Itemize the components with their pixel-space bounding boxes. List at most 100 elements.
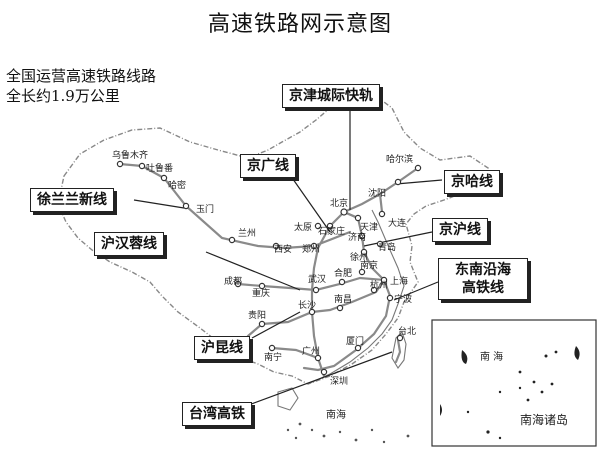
callout-jinghu: 京沪线 xyxy=(432,218,488,242)
city-label-shenyang: 沈阳 xyxy=(368,187,386,199)
city-dot-zhengzhou xyxy=(310,242,318,250)
nanning-branch-rail xyxy=(270,346,320,360)
inset-coast-mark xyxy=(461,350,468,364)
city-dot-shijiazhuang xyxy=(326,222,334,230)
huhanrong-leader xyxy=(205,251,301,291)
city-label-guiyang: 贵阳 xyxy=(248,309,266,321)
callout-southeast-coast: 东南沿海 高铁线 xyxy=(438,258,528,300)
city-label-turpan: 吐鲁番 xyxy=(146,162,173,174)
callout-jingjin: 京津城际快轨 xyxy=(282,84,380,108)
city-label-qingdao: 青岛 xyxy=(378,241,396,253)
city-label-nanchang: 南昌 xyxy=(334,293,352,305)
city-dot-nanning xyxy=(268,344,276,352)
south-sea-islands-inset: 南 海 南海诸岛 xyxy=(431,319,597,447)
city-label-shanghai: 上海 xyxy=(390,275,408,287)
city-label-harbin: 哈尔滨 xyxy=(386,153,413,165)
summary-line-1: 全国运营高速铁路线路 xyxy=(6,67,157,85)
city-label-xian: 西安 xyxy=(274,243,292,255)
city-dot-lanzhou xyxy=(228,236,236,244)
city-dot-hangzhou xyxy=(370,286,378,294)
city-dot-urumqi xyxy=(116,160,124,168)
city-dot-jinan xyxy=(358,232,366,240)
network-summary: 全国运营高速铁路线路 全长约1.9万公里 xyxy=(6,66,156,106)
city-label-beijing: 北京 xyxy=(330,197,348,209)
xulanlan-leader xyxy=(133,199,185,209)
callout-jingguang: 京广线 xyxy=(240,154,296,178)
city-label-xuzhou: 徐州 xyxy=(350,251,368,263)
city-dot-tianjin xyxy=(354,214,362,222)
city-dot-xiamen xyxy=(354,344,362,352)
city-label-hangzhou: 杭州 xyxy=(370,279,388,291)
city-dot-taiyuan xyxy=(314,222,322,230)
coastline xyxy=(307,209,405,385)
city-label-hami: 哈密 xyxy=(168,179,186,191)
callout-jingha: 京哈线 xyxy=(444,170,500,194)
callout-southeast-line1: 东南沿海 xyxy=(455,262,511,278)
city-dot-hefei xyxy=(338,278,346,286)
city-label-xiamen: 厦门 xyxy=(346,335,364,347)
city-dot-changsha xyxy=(308,308,316,316)
city-dot-turpan xyxy=(138,162,146,170)
city-label-dalian: 大连 xyxy=(388,217,406,229)
inset-island-mark xyxy=(574,346,580,360)
callout-taiwan: 台湾高铁 xyxy=(182,402,252,426)
southeast-leader xyxy=(393,281,439,301)
taiwan-leader xyxy=(245,351,393,407)
city-dot-xuzhou xyxy=(360,248,368,256)
city-dot-taibei xyxy=(396,334,404,342)
city-label-tianjin: 天津 xyxy=(360,222,378,233)
inset-south-sea-label: 南 海 xyxy=(480,350,503,363)
callout-leaders xyxy=(133,104,443,407)
callout-southeast-line2: 高铁线 xyxy=(462,280,504,296)
city-label-hefei: 合肥 xyxy=(334,267,352,279)
city-dot-ningbo xyxy=(386,294,394,302)
city-dot-nanjing xyxy=(358,268,366,276)
city-label-zhengzhou: 郑州 xyxy=(302,243,320,255)
city-dot-harbin xyxy=(414,164,422,172)
city-label-guangzhou: 广州 xyxy=(302,345,320,357)
city-dot-chengdu xyxy=(234,280,242,288)
callout-hukun: 沪昆线 xyxy=(194,336,250,360)
hukun-leader xyxy=(251,311,301,339)
city-dot-guangzhou xyxy=(314,354,322,362)
taiwan-rail xyxy=(394,338,402,364)
south-sea-islands xyxy=(286,422,410,444)
hainan-island xyxy=(277,387,299,411)
city-label-shenzhen: 深圳 xyxy=(330,376,348,387)
city-dot-qingdao xyxy=(376,240,384,248)
national-border xyxy=(57,91,489,385)
city-labels: 乌鲁木齐 吐鲁番 哈密 玉门 兰州 西安 郑州 太原 石家庄 北京 天津 济南 … xyxy=(112,149,416,387)
city-label-ningbo: 宁波 xyxy=(394,293,412,305)
city-dot-chongqing xyxy=(258,282,266,290)
city-label-taibei: 台北 xyxy=(398,325,416,337)
inset-islands-label: 南海诸岛 xyxy=(520,412,568,427)
city-dot-yumen xyxy=(182,202,190,210)
taiwan-island xyxy=(391,330,407,369)
city-label-jinan: 济南 xyxy=(348,231,366,243)
xulan-lanxin-rail xyxy=(118,162,352,250)
city-dot-wuhan xyxy=(312,286,320,294)
city-dot-beijing xyxy=(340,208,348,216)
city-label-changsha: 长沙 xyxy=(298,299,316,311)
city-dot-shanghai xyxy=(380,276,388,284)
city-dot-dalian xyxy=(378,210,386,218)
city-markers xyxy=(116,160,422,376)
city-dot-shenzhen xyxy=(320,368,328,376)
city-label-nanning: 南宁 xyxy=(264,351,282,363)
jinghu-leader xyxy=(363,231,433,247)
dalian-branch-rail xyxy=(378,192,384,214)
city-label-lanzhou: 兰州 xyxy=(238,227,256,239)
callout-huhanrong: 沪汉蓉线 xyxy=(94,232,164,256)
south-sea-label: 南海 xyxy=(326,408,346,421)
city-label-chengdu: 成都 xyxy=(224,275,242,287)
city-dot-guiyang xyxy=(258,320,266,328)
inset-left-mark xyxy=(440,404,442,416)
city-label-taiyuan: 太原 xyxy=(294,221,312,233)
city-label-urumqi: 乌鲁木齐 xyxy=(112,149,148,161)
city-dot-nanchang xyxy=(336,304,344,312)
summary-line-2: 全长约1.9万公里 xyxy=(6,87,120,105)
page-title: 高速铁路网示意图 xyxy=(207,12,392,37)
inset-island-dots xyxy=(466,350,558,440)
city-label-nanjing: 南京 xyxy=(360,259,378,271)
